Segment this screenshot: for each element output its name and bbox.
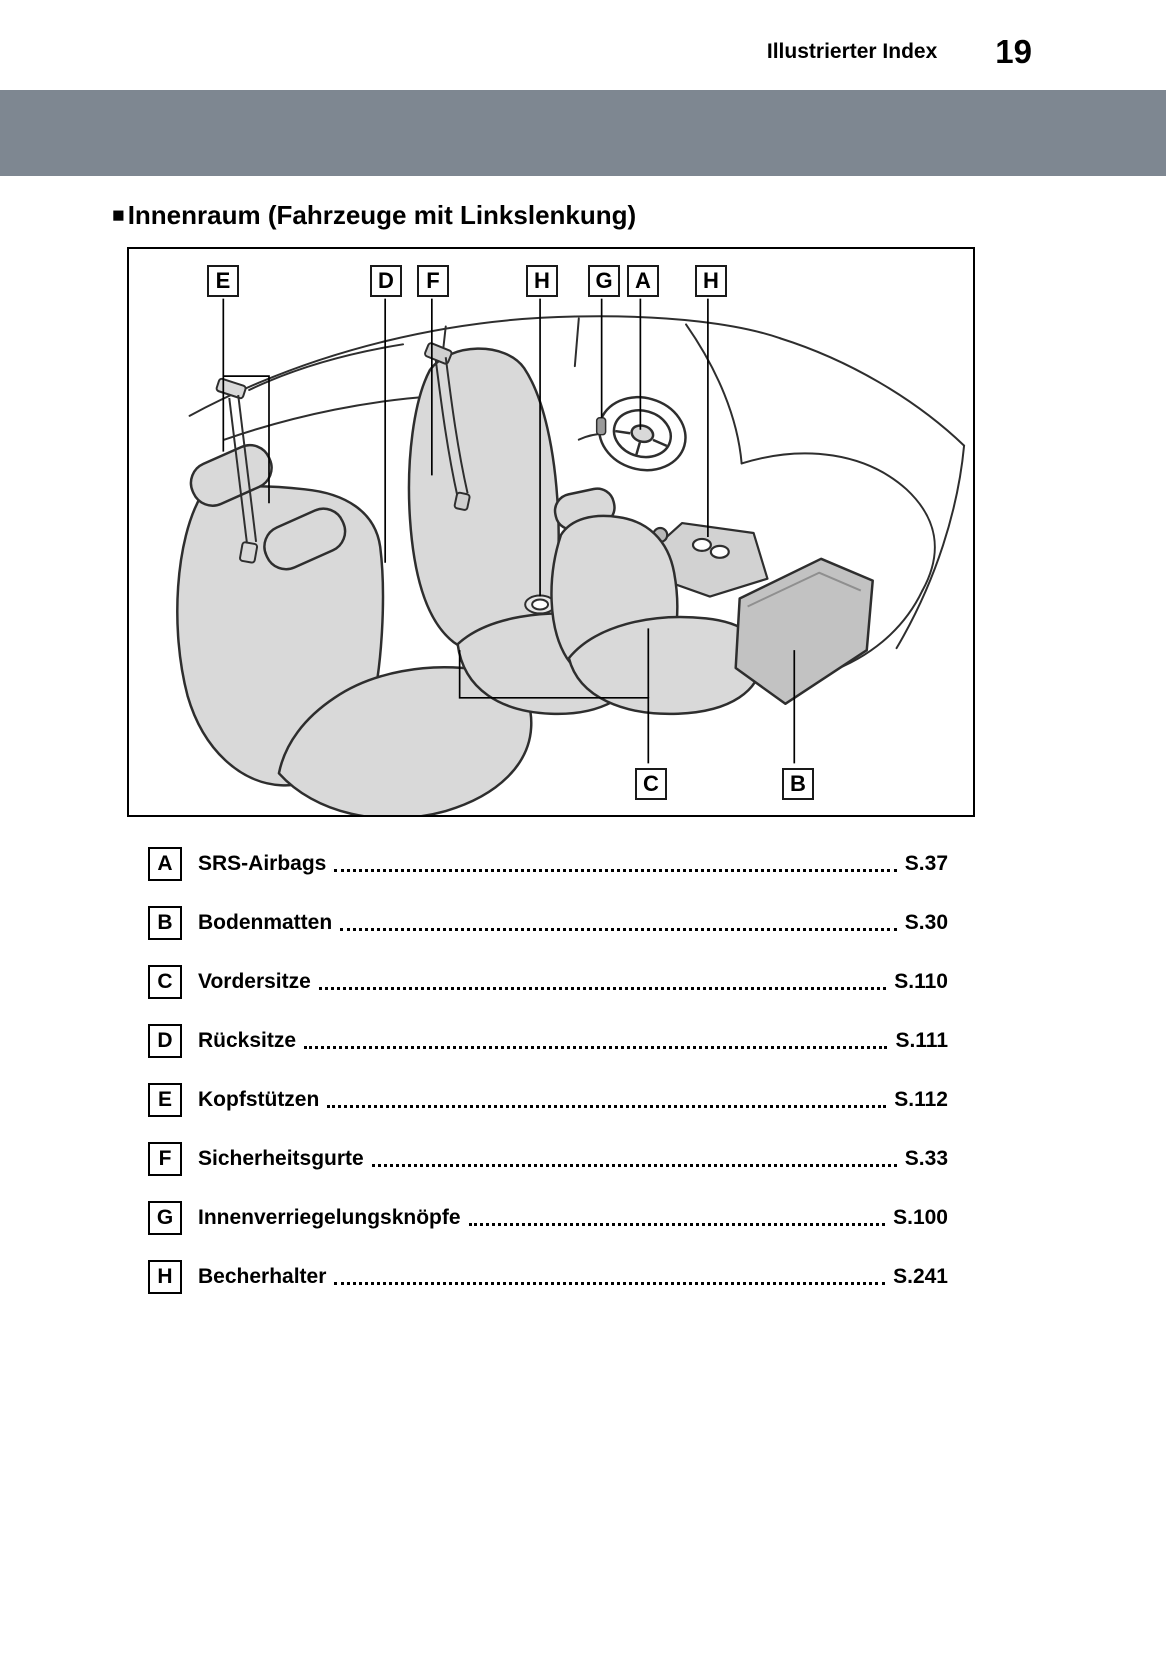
index-page-ref: S.33 — [904, 1147, 948, 1170]
index-page-ref: S.110 — [894, 970, 948, 993]
page-header: Illustrierter Index 19 — [0, 0, 1166, 90]
interior-diagram: E D F H G A H C B — [127, 247, 975, 817]
diagram-callout-a: A — [627, 265, 659, 297]
diagram-callout-b: B — [782, 768, 814, 800]
index-row-d: D Rücksitze S.111 — [148, 1024, 948, 1058]
index-label: Vordersitze — [198, 970, 311, 993]
section-title-text: Innenraum (Fahrzeuge mit Linkslenkung) — [127, 200, 637, 230]
diagram-callout-e: E — [207, 265, 239, 297]
index-row-g: G Innenverriegelungsknöpfe S.100 — [148, 1201, 948, 1235]
section-band — [0, 90, 1166, 176]
index-key-box: F — [148, 1142, 182, 1176]
index-row-b: B Bodenmatten S.30 — [148, 906, 948, 940]
index-row-a: A SRS-Airbags S.37 — [148, 847, 948, 881]
index-key-box: E — [148, 1083, 182, 1117]
section-title: ■ Innenraum (Fahrzeuge mit Linkslenkung) — [112, 200, 1166, 231]
dotted-leader — [468, 1222, 886, 1226]
diagram-callout-d: D — [370, 265, 402, 297]
index-row-h: H Becherhalter S.241 — [148, 1260, 948, 1294]
diagram-callout-f: F — [417, 265, 449, 297]
index-page-ref: S.30 — [904, 911, 948, 934]
header-title: Illustrierter Index — [766, 40, 938, 63]
diagram-callout-c: C — [635, 768, 667, 800]
index-key-box: D — [148, 1024, 182, 1058]
index-key-box: H — [148, 1260, 182, 1294]
index-page-ref: S.100 — [893, 1206, 948, 1229]
dotted-leader — [334, 1281, 886, 1285]
diagram-callout-g: G — [588, 265, 620, 297]
dotted-leader — [371, 1163, 897, 1167]
index-label: Becherhalter — [198, 1265, 327, 1288]
dotted-leader — [318, 986, 887, 990]
page-number: 19 — [995, 33, 1032, 70]
index-label: Innenverriegelungsknöpfe — [198, 1206, 461, 1229]
diagram-callout-h2: H — [695, 265, 727, 297]
index-key-box: B — [148, 906, 182, 940]
dotted-leader — [334, 868, 897, 872]
dotted-leader — [327, 1104, 887, 1108]
diagram-callout-h1: H — [526, 265, 558, 297]
index-page-ref: S.241 — [893, 1265, 948, 1288]
car-interior-illustration — [176, 298, 966, 815]
index-page-ref: S.37 — [904, 852, 948, 875]
index-key-box: A — [148, 847, 182, 881]
index-page-ref: S.112 — [894, 1088, 948, 1111]
index-key-box: C — [148, 965, 182, 999]
index-key-box: G — [148, 1201, 182, 1235]
index-label: Rücksitze — [198, 1029, 297, 1052]
index-label: Sicherheitsgurte — [198, 1147, 364, 1170]
dotted-leader — [304, 1045, 888, 1049]
index-label: Kopfstützen — [198, 1088, 320, 1111]
index-page-ref: S.111 — [895, 1029, 948, 1052]
dotted-leader — [340, 927, 897, 931]
index-row-f: F Sicherheitsgurte S.33 — [148, 1142, 948, 1176]
index-row-e: E Kopfstützen S.112 — [148, 1083, 948, 1117]
index-row-c: C Vordersitze S.110 — [148, 965, 948, 999]
index-label: Bodenmatten — [198, 911, 333, 934]
section-bullet-icon: ■ — [112, 204, 125, 227]
index-label: SRS-Airbags — [198, 852, 327, 875]
index-list: A SRS-Airbags S.37 B Bodenmatten S.30 C … — [148, 847, 948, 1294]
manual-page: Illustrierter Index 19 ■ Innenraum (Fahr… — [0, 0, 1166, 1294]
